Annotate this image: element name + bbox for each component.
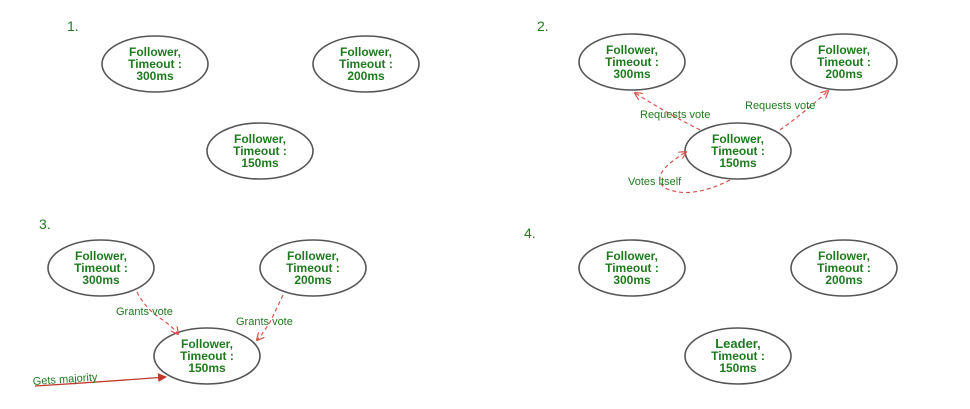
node-circle [312, 35, 420, 93]
node-timeout-value: 150ms [719, 156, 757, 170]
label-gets-majority: Gets majority [32, 371, 98, 388]
step-label-2: 2. [537, 18, 549, 34]
panel-3: 3. Follower, Timeout : 300ms Follower, T… [32, 216, 367, 388]
node-role: Follower, [712, 132, 764, 146]
node-role: Follower, [818, 249, 870, 263]
node-circle [578, 33, 686, 91]
arrow-request-vote-right [779, 91, 828, 131]
node-timeout-label: Timeout : [233, 144, 287, 158]
arrow-gets-majority [34, 373, 167, 387]
node-role: Follower, [287, 249, 339, 263]
node-circle [790, 239, 898, 297]
node-role: Follower, [340, 45, 392, 59]
node-circle [790, 33, 898, 91]
label-requests-vote-right: Requests vote [745, 100, 815, 112]
node-4-follower-200ms: Follower, Timeout : 200ms [790, 239, 898, 297]
node-4-leader-150ms: Leader, Timeout : 150ms [684, 327, 792, 385]
arrow-grants-vote-left [136, 291, 178, 334]
step-label-3: 3. [39, 216, 51, 232]
node-timeout-label: Timeout : [128, 57, 182, 71]
node-3-follower-300ms: Follower, Timeout : 300ms [47, 239, 155, 297]
node-circle [684, 327, 792, 385]
step-label-4: 4. [524, 225, 536, 241]
node-timeout-value: 150ms [241, 156, 279, 170]
node-circle [578, 239, 686, 297]
node-timeout-label: Timeout : [286, 261, 340, 275]
node-timeout-value: 150ms [719, 361, 757, 375]
arrow-request-vote-left [635, 93, 701, 131]
node-timeout-label: Timeout : [339, 57, 393, 71]
node-1-follower-150ms: Follower, Timeout : 150ms [206, 122, 314, 180]
node-timeout-label: Timeout : [180, 349, 234, 363]
node-timeout-label: Timeout : [74, 261, 128, 275]
node-3-follower-150ms: Follower, Timeout : 150ms [153, 327, 261, 385]
node-circle [206, 122, 314, 180]
node-timeout-value: 300ms [82, 273, 120, 287]
node-role: Follower, [75, 249, 127, 263]
node-3-follower-200ms: Follower, Timeout : 200ms [259, 239, 367, 297]
panel-4: 4. Follower, Timeout : 300ms Follower, T… [524, 225, 898, 385]
node-timeout-value: 300ms [136, 69, 174, 83]
node-timeout-value: 200ms [825, 67, 863, 81]
node-timeout-label: Timeout : [711, 349, 765, 363]
node-role: Leader, [715, 336, 761, 351]
panel-2: 2. Follower, Timeout : 300ms Follower, T… [537, 18, 898, 194]
node-2-follower-200ms: Follower, Timeout : 200ms [790, 33, 898, 91]
panel-1: 1. Follower, Timeout : 300ms Follower, T… [67, 18, 420, 180]
node-timeout-label: Timeout : [605, 55, 659, 69]
node-role: Follower, [606, 43, 658, 57]
node-timeout-label: Timeout : [817, 55, 871, 69]
node-timeout-value: 200ms [825, 273, 863, 287]
label-grants-vote-right: Grants vote [236, 316, 293, 328]
node-timeout-label: Timeout : [605, 261, 659, 275]
node-timeout-value: 200ms [294, 273, 332, 287]
node-2-follower-150ms: Follower, Timeout : 150ms [684, 122, 792, 180]
node-timeout-value: 150ms [188, 361, 226, 375]
node-1-follower-200ms: Follower, Timeout : 200ms [312, 35, 420, 93]
node-timeout-label: Timeout : [711, 144, 765, 158]
node-timeout-value: 200ms [347, 69, 385, 83]
label-requests-vote-left: Requests vote [640, 109, 710, 121]
node-2-follower-300ms: Follower, Timeout : 300ms [578, 33, 686, 91]
node-role: Follower, [181, 337, 233, 351]
arrow-grants-vote-right [257, 294, 284, 340]
node-role: Follower, [606, 249, 658, 263]
step-label-1: 1. [67, 18, 79, 34]
arrow-votes-itself [659, 152, 731, 194]
label-grants-vote-left: Grants vote [116, 306, 173, 318]
node-circle [153, 327, 261, 385]
node-4-follower-300ms: Follower, Timeout : 300ms [578, 239, 686, 297]
node-role: Follower, [129, 45, 181, 59]
node-role: Follower, [234, 132, 286, 146]
node-role: Follower, [818, 43, 870, 57]
label-votes-itself: Votes itself [628, 176, 682, 188]
node-circle [259, 239, 367, 297]
node-timeout-value: 300ms [613, 273, 651, 287]
node-1-follower-300ms: Follower, Timeout : 300ms [101, 35, 209, 93]
node-timeout-label: Timeout : [817, 261, 871, 275]
node-timeout-value: 300ms [613, 67, 651, 81]
node-circle [47, 239, 155, 297]
node-circle [101, 35, 209, 93]
